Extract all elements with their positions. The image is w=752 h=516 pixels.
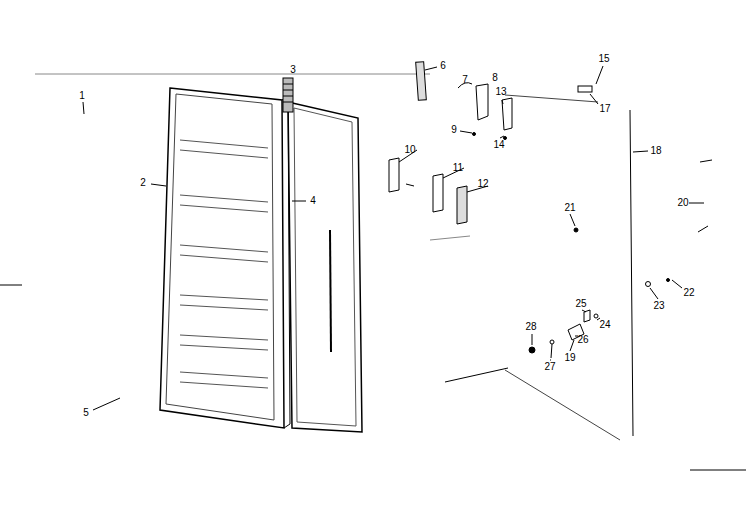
callout-number: 8 — [492, 73, 498, 83]
callout-number: 17 — [599, 104, 610, 114]
callout-number: 26 — [577, 335, 588, 345]
callout-number: 15 — [598, 54, 609, 64]
callout-number: 6 — [440, 61, 446, 71]
callout-number: 3 — [290, 65, 296, 75]
callout-number: 5 — [83, 408, 89, 418]
callout-number: 13 — [495, 87, 506, 97]
callout-number: 12 — [477, 179, 488, 189]
callout-number: 11 — [453, 163, 463, 173]
callout-number: 4 — [310, 196, 316, 206]
callout-number: 25 — [575, 299, 586, 309]
callout-number: 14 — [493, 140, 504, 150]
callout-number: 2 — [140, 178, 146, 188]
callout-number: 20 — [677, 198, 688, 208]
callout-number: 10 — [404, 145, 415, 155]
callout-number: 27 — [544, 362, 555, 372]
callout-number: 18 — [650, 146, 661, 156]
callout-number: 7 — [462, 75, 468, 85]
callout-number: 23 — [653, 301, 664, 311]
callout-number: 22 — [683, 288, 694, 298]
callout-number: 19 — [564, 353, 575, 363]
callout-number: 24 — [599, 320, 610, 330]
callout-number: 28 — [525, 322, 536, 332]
callout-number: 9 — [451, 125, 457, 135]
callout-number: 1 — [79, 91, 85, 101]
callout-number: 21 — [564, 203, 575, 213]
